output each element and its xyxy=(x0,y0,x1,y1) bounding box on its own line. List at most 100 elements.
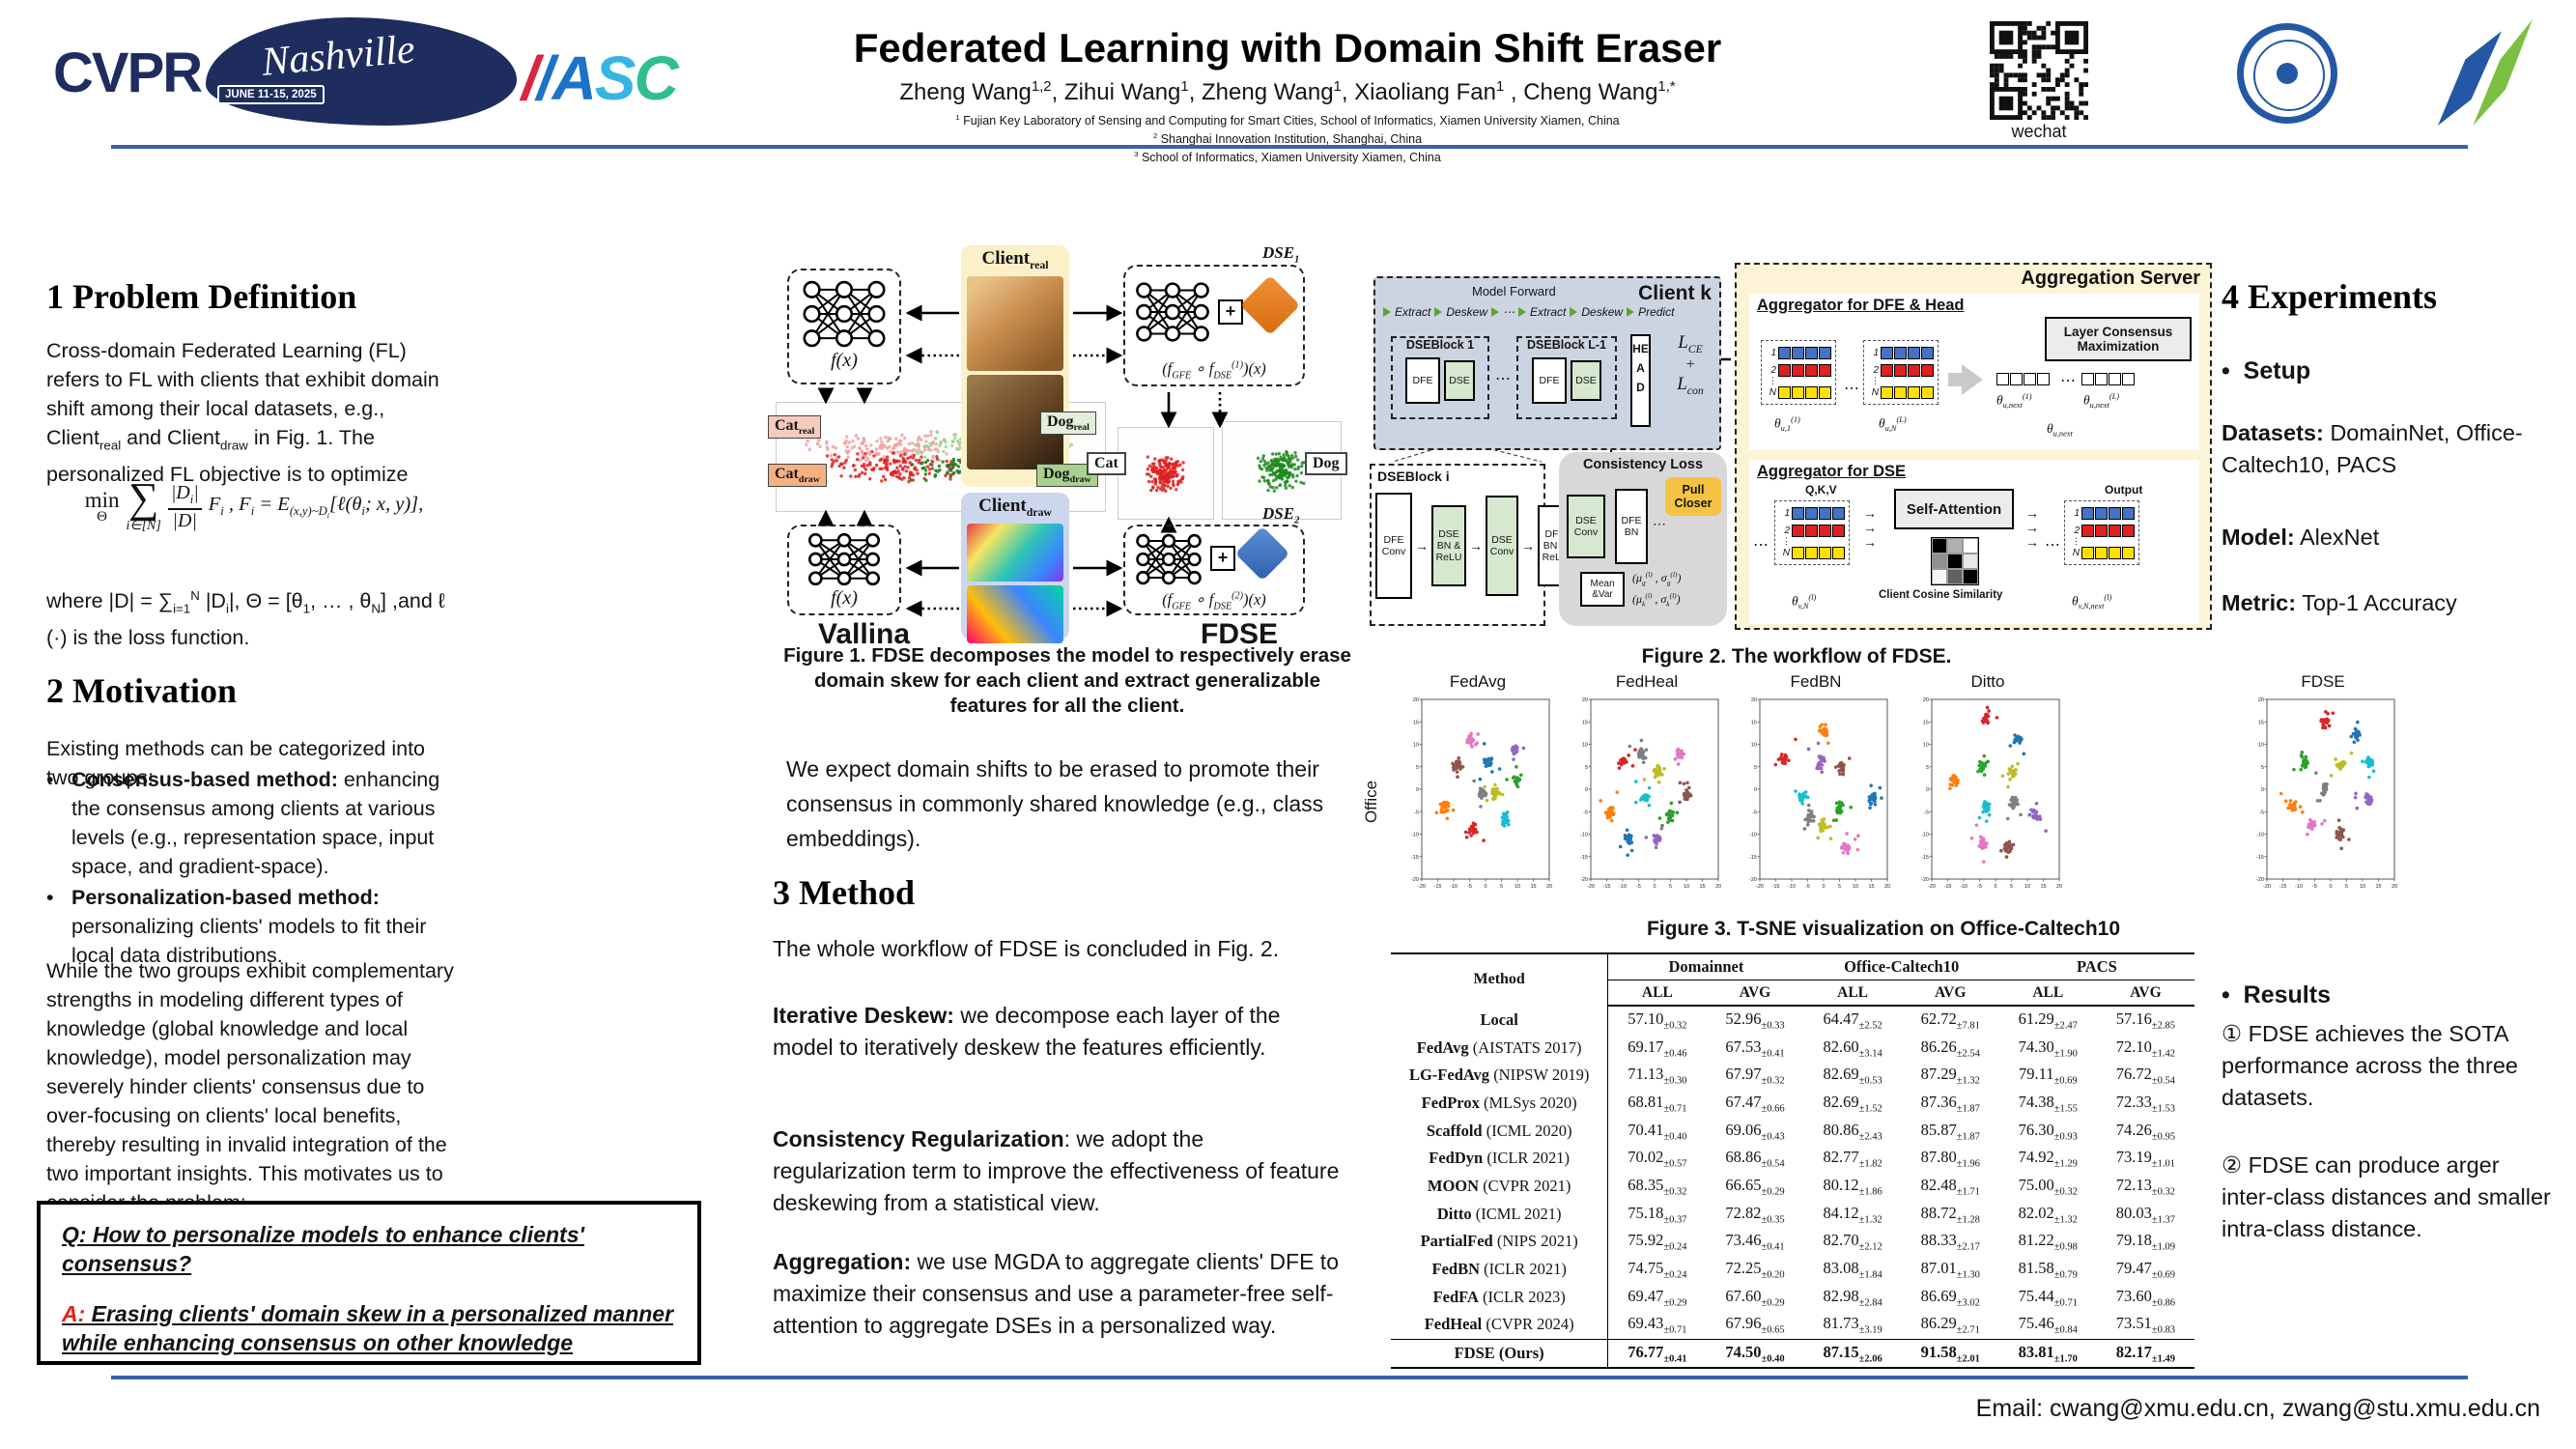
svg-text:-20: -20 xyxy=(1749,877,1757,883)
client-k-label: Client k xyxy=(1638,282,1712,304)
dse-conv: DSE Conv xyxy=(1486,496,1518,596)
svg-text:-5: -5 xyxy=(1805,884,1810,890)
svg-text:-15: -15 xyxy=(1603,884,1611,890)
theta-u-next-L: θu,next(L) xyxy=(2083,392,2120,411)
conference-dates: JUNE 11-15, 2025 xyxy=(217,85,325,104)
vallina-network-draw-box: f(x) xyxy=(787,525,901,615)
svg-text:10: 10 xyxy=(2024,884,2030,890)
svg-text:20: 20 xyxy=(2392,884,2397,890)
svg-text:0: 0 xyxy=(1994,884,1996,890)
aggregated-params-1 xyxy=(1996,371,2051,388)
authors-line: Zheng Wang1,2, Zihui Wang1, Zheng Wang1,… xyxy=(899,79,1676,105)
question-line: Q: How to personalize models to enhance … xyxy=(62,1222,584,1276)
arrow-icon: → xyxy=(1863,505,1877,521)
plus: + xyxy=(1684,355,1696,373)
svg-text:5: 5 xyxy=(1754,765,1757,771)
wechat-label: wechat xyxy=(2011,122,2067,141)
plus-operator: + xyxy=(1218,299,1243,325)
fdse-network-real-box: + (fGFE ∘ fDSE(1))(x) xyxy=(1123,265,1305,386)
neural-network-icon xyxy=(807,532,881,586)
head-block: HEAD xyxy=(1630,334,1651,427)
formula-sum: ∑ i∈[N] xyxy=(126,474,161,534)
vallina-network-real-box: f(x) xyxy=(787,269,901,384)
neural-network-icon xyxy=(1136,282,1209,342)
svg-text:20: 20 xyxy=(2056,884,2062,890)
svg-text:10: 10 xyxy=(1582,743,1588,749)
xmu-core-dot xyxy=(2277,63,2298,84)
svg-text:10: 10 xyxy=(1751,743,1757,749)
client-stats: (μk(l) , σk(l)) xyxy=(1632,591,1681,609)
fdse-cat-scatter xyxy=(1118,427,1214,520)
figure3-caption: Figure 3. T-SNE visualization on Office-… xyxy=(1646,918,2121,940)
global-stats: (μg(l) , σg(l)) xyxy=(1632,570,1682,587)
output-label: Output xyxy=(2105,483,2143,497)
contact-email: Email: cwang@xmu.edu.cn, zwang@stu.xmu.e… xyxy=(1975,1395,2540,1422)
fx-label: f(x) xyxy=(831,587,858,609)
svg-text:-10: -10 xyxy=(1450,884,1458,890)
cl-dse-conv: DSE Conv xyxy=(1567,495,1605,558)
vallina-label: Vallina xyxy=(818,618,911,650)
tsne-plot-title: FedBN xyxy=(1790,672,1842,691)
dots: ⋯ xyxy=(1653,516,1666,531)
svg-text:0: 0 xyxy=(1926,787,1929,793)
svg-text:20: 20 xyxy=(1751,697,1757,703)
flow-arrow-icon xyxy=(1434,307,1443,317)
client-k-panel: Client k Model Forward Extract Deskew ⋯ … xyxy=(1373,276,1721,450)
svg-text:-20: -20 xyxy=(1411,877,1419,883)
layer-consensus-box: Layer Consensus Maximization xyxy=(2045,317,2192,361)
flow-arrow-icon xyxy=(1627,307,1635,317)
dots: ⋯ xyxy=(1753,537,1769,554)
svg-text:-10: -10 xyxy=(2295,884,2303,890)
svg-text:-10: -10 xyxy=(1749,833,1757,838)
dfe-block: DFE xyxy=(1405,357,1440,404)
svg-text:5: 5 xyxy=(1416,765,1419,771)
svg-text:-20: -20 xyxy=(1418,884,1426,890)
qkv-label: Q,K,V xyxy=(1805,483,1837,497)
xmu-inner-ring xyxy=(2253,40,2325,111)
svg-text:15: 15 xyxy=(1868,884,1874,890)
dots: ⋯ xyxy=(2060,373,2076,389)
dfe-conv: DFE Conv xyxy=(1375,493,1412,599)
dots: ⋯ xyxy=(2045,537,2060,554)
dog-tag: Dog xyxy=(1305,452,1347,475)
svg-text:-5: -5 xyxy=(1752,810,1757,815)
svg-text:15: 15 xyxy=(2258,720,2264,725)
self-attention-box: Self-Attention xyxy=(1894,489,2014,529)
svg-text:-5: -5 xyxy=(2259,810,2264,815)
arrows-to-attention: → → → xyxy=(1863,506,1877,550)
section2-title: 2 Motivation xyxy=(46,671,237,710)
bullet-item: • Personalization-based method: personal… xyxy=(46,883,467,970)
svg-text:5: 5 xyxy=(1926,765,1929,771)
svg-text:0: 0 xyxy=(1484,884,1486,890)
tsne-plot-title: FDSE xyxy=(2301,672,2345,691)
svg-text:10: 10 xyxy=(1413,743,1419,749)
svg-text:10: 10 xyxy=(2258,743,2264,749)
aggregator-dfe-head-title: Aggregator for DFE & Head xyxy=(1757,297,1965,314)
svg-text:-10: -10 xyxy=(1411,833,1419,838)
flow-arrow-icon xyxy=(1383,307,1391,317)
objective-formula: min Θ ∑ i∈[N] |Di| |D| Fi , Fi = E(x,y)~… xyxy=(56,474,452,534)
header-divider xyxy=(111,145,2468,149)
svg-text:-15: -15 xyxy=(1944,884,1952,890)
section4-title: 4 Experiments xyxy=(2222,277,2437,316)
svg-text:-10: -10 xyxy=(1960,884,1967,890)
client-real-label: Clientreal xyxy=(981,248,1049,271)
svg-text:-20: -20 xyxy=(1587,884,1595,890)
section2-intro: Existing methods can be categorized into… xyxy=(46,737,426,789)
section3-title: 3 Method xyxy=(773,873,915,912)
svg-text:-15: -15 xyxy=(1580,855,1588,861)
big-arrow-head-icon xyxy=(1962,364,1983,395)
dseblock-i-detail: DSEBlock i DFE Conv → DSE BN & ReLU → DS… xyxy=(1370,464,1572,626)
question-answer-box: Q: How to personalize models to enhance … xyxy=(37,1201,701,1365)
